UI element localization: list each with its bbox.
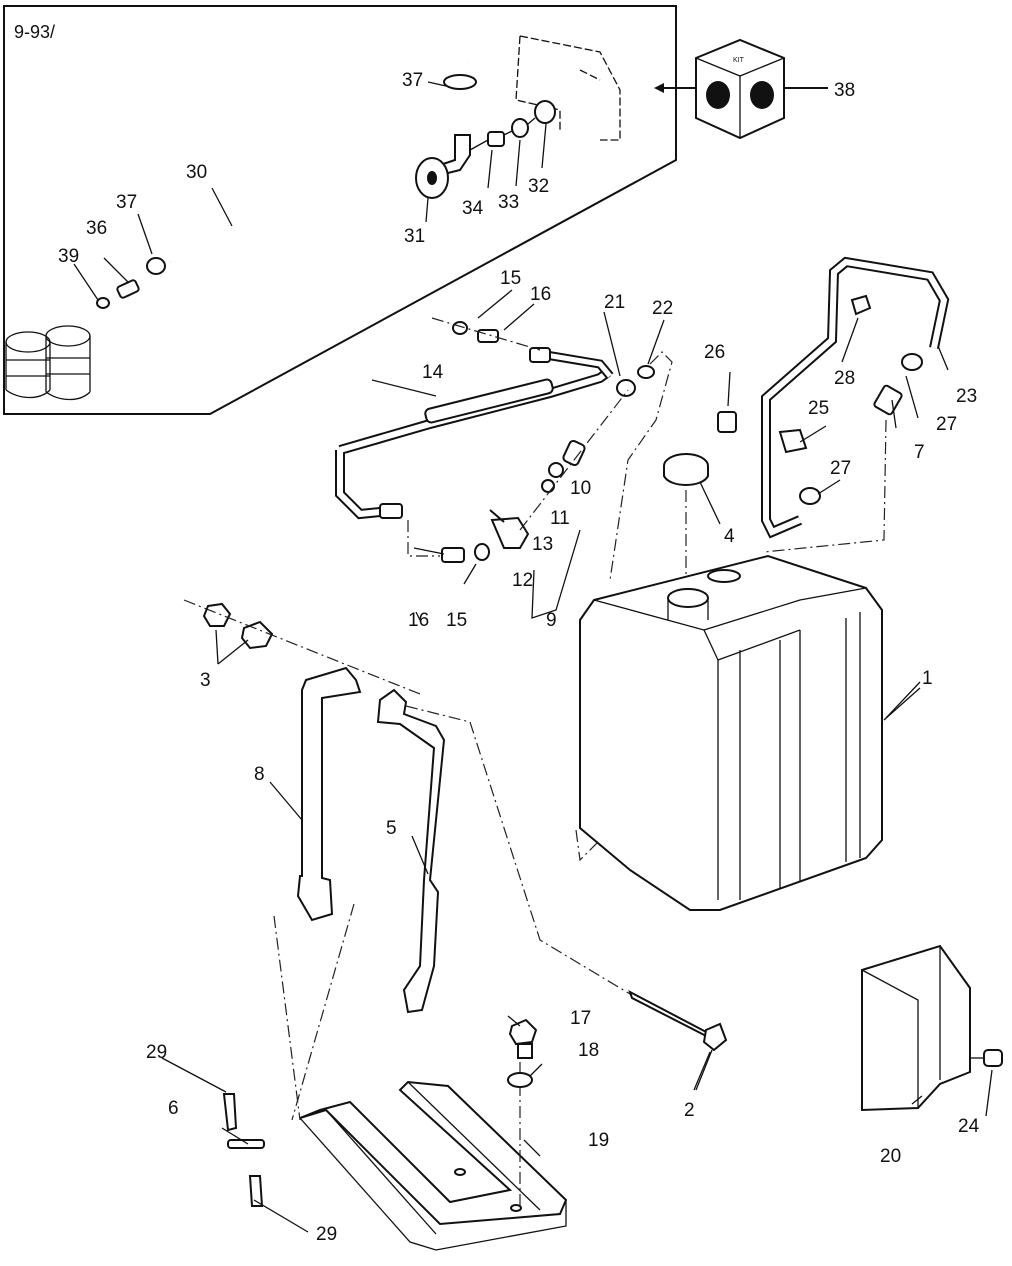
callout-4: 4 <box>724 526 735 547</box>
filler-cap <box>663 453 709 574</box>
inset-panel: 9-93/ <box>3 5 677 415</box>
callout-37-left: 37 <box>116 192 137 213</box>
callout-8: 8 <box>254 764 265 785</box>
nuts <box>183 599 421 695</box>
callout-27-upper: 27 <box>936 414 957 435</box>
callout-38: 38 <box>834 80 855 101</box>
fuel-line-assembly <box>335 317 673 581</box>
callout-5: 5 <box>386 818 397 839</box>
callout-6: 6 <box>168 1098 179 1119</box>
callout-23: 23 <box>956 386 977 407</box>
callout-21: 21 <box>604 292 625 313</box>
callout-numbers: 1 2 3 4 5 6 7 8 9 10 11 12 13 14 15 15 1… <box>58 70 980 1245</box>
tank-bolt <box>628 989 728 1052</box>
figure-reference: 9-93/ <box>14 22 55 42</box>
callout-2: 2 <box>684 1100 695 1121</box>
callout-16-upper: 16 <box>530 284 551 305</box>
bolt-washer <box>507 1018 538 1088</box>
callout-34: 34 <box>462 198 484 219</box>
callout-37-top: 37 <box>402 70 423 91</box>
callout-27-lower: 27 <box>830 458 851 479</box>
tank-straps <box>296 666 641 1014</box>
pin-and-clips <box>222 1093 265 1207</box>
callout-26: 26 <box>704 342 725 363</box>
callout-39: 39 <box>58 246 79 267</box>
callout-15-upper: 15 <box>500 268 521 289</box>
callout-31: 31 <box>404 226 425 247</box>
callout-13: 13 <box>532 534 553 555</box>
callout-17: 17 <box>570 1008 591 1029</box>
mounting-bracket <box>273 903 568 1251</box>
kit-cube: KIT <box>654 38 828 140</box>
callout-30: 30 <box>186 162 207 183</box>
kit-label: KIT <box>733 57 745 64</box>
fuel-tank <box>575 554 921 911</box>
callout-22: 22 <box>652 298 673 319</box>
filter-sketch <box>5 325 91 401</box>
callout-24: 24 <box>958 1116 980 1137</box>
callout-19: 19 <box>588 1130 609 1151</box>
callout-16-lower: 16 <box>408 610 429 631</box>
callout-12: 12 <box>512 570 533 591</box>
callout-36: 36 <box>86 218 107 239</box>
callout-10: 10 <box>570 478 591 499</box>
callout-29-upper: 29 <box>146 1042 167 1063</box>
callout-18: 18 <box>578 1040 599 1061</box>
callout-9: 9 <box>546 610 557 631</box>
callout-25: 25 <box>808 398 829 419</box>
callout-28: 28 <box>834 368 855 389</box>
callout-33: 33 <box>498 192 519 213</box>
callout-3: 3 <box>200 670 211 691</box>
callout-1: 1 <box>922 668 933 689</box>
tank-shield <box>861 944 1003 1112</box>
callout-14: 14 <box>422 362 444 383</box>
callout-15-lower: 15 <box>446 610 467 631</box>
vent-line-assembly <box>717 256 950 553</box>
callout-11: 11 <box>550 508 570 529</box>
leader-lines <box>161 289 993 1233</box>
callout-29-lower: 29 <box>316 1224 337 1245</box>
callout-20: 20 <box>880 1146 901 1167</box>
callout-32: 32 <box>528 176 549 197</box>
callout-7: 7 <box>914 442 925 463</box>
